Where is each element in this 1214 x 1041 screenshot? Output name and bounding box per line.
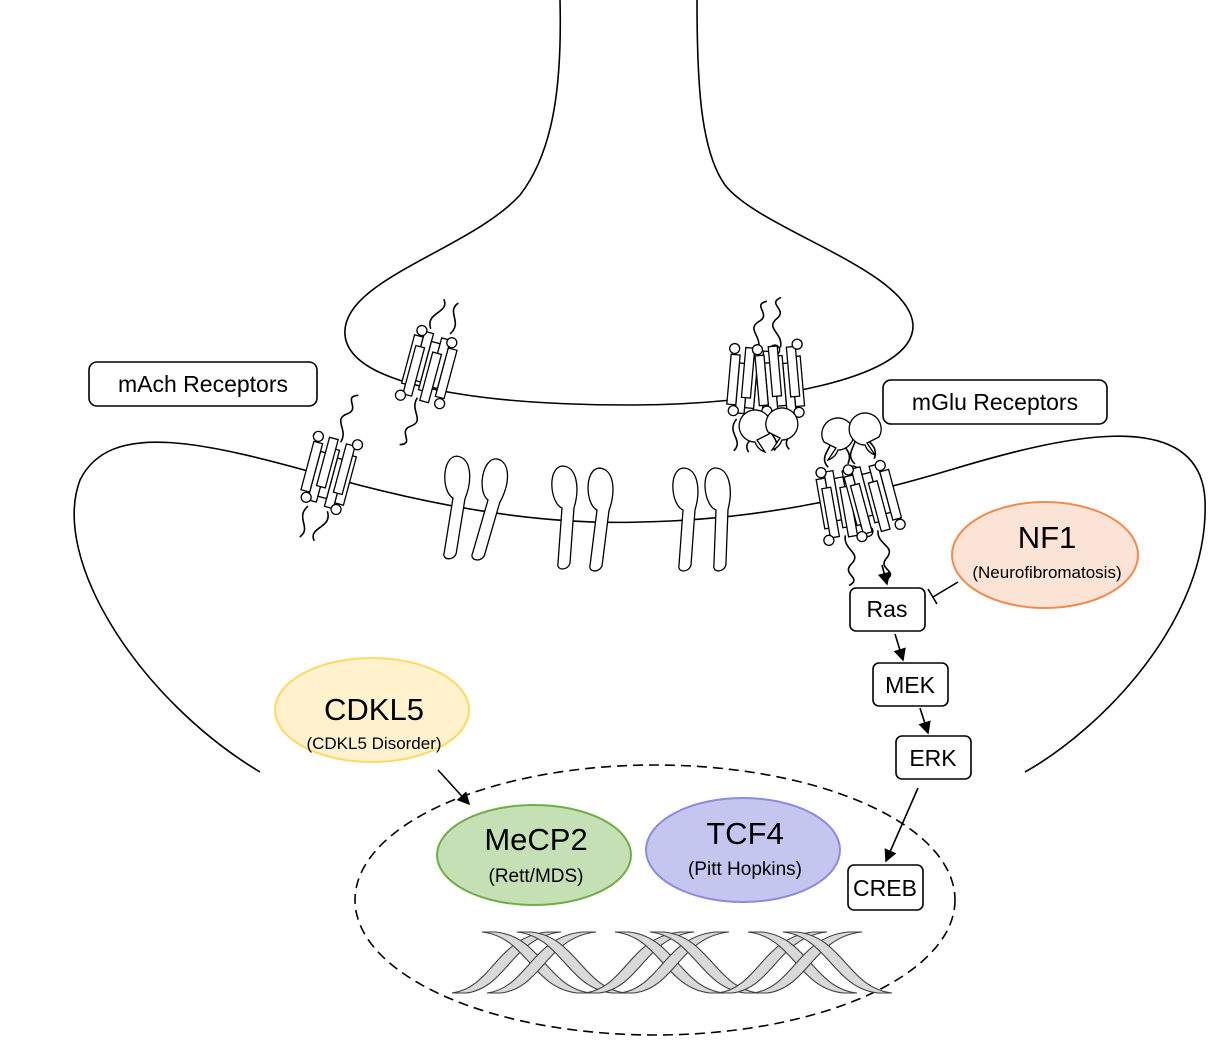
svg-text:CREB: CREB xyxy=(853,875,917,901)
arrow-erk-to-creb xyxy=(884,787,919,863)
creb-box: CREB xyxy=(847,864,924,911)
mach-receptor-presynaptic xyxy=(382,292,472,455)
svg-text:Ras: Ras xyxy=(867,596,908,622)
mecp2-node: MeCP2 (Rett/MDS) xyxy=(436,804,632,906)
erk-box: ERK xyxy=(895,735,972,780)
svg-text:ERK: ERK xyxy=(909,745,957,771)
svg-text:MEK: MEK xyxy=(885,672,936,698)
svg-text:(Pitt Hopkins): (Pitt Hopkins) xyxy=(688,859,802,880)
mglu-receptor-postsynaptic xyxy=(805,412,919,590)
arrow-mglu-to-ras xyxy=(877,564,891,586)
svg-text:MeCP2: MeCP2 xyxy=(484,822,587,857)
svg-text:NF1: NF1 xyxy=(1018,520,1077,555)
nf1-node: NF1 (Neurofibromatosis) xyxy=(951,501,1139,609)
nucleus xyxy=(354,764,956,1036)
mach-receptor-postsynaptic xyxy=(286,385,376,548)
tcf4-node: TCF4 (Pitt Hopkins) xyxy=(645,797,841,903)
svg-text:mGlu Receptors: mGlu Receptors xyxy=(912,389,1078,415)
arrow-mek-to-erk xyxy=(918,707,931,735)
ion-channel xyxy=(551,465,615,573)
mglu-receptors-label: mGlu Receptors xyxy=(882,379,1108,425)
cdkl5-node: CDKL5 (CDKL5 Disorder) xyxy=(274,657,470,763)
svg-text:mAch Receptors: mAch Receptors xyxy=(118,371,288,397)
ras-box: Ras xyxy=(849,587,926,632)
arrow-cdkl5-to-mecp2 xyxy=(437,769,471,806)
dna-helix-icon xyxy=(451,931,893,994)
presynaptic-terminal xyxy=(344,0,914,406)
svg-text:(CDKL5 Disorder): (CDKL5 Disorder) xyxy=(306,734,441,753)
mek-box: MEK xyxy=(872,662,949,707)
mach-receptors-label: mAch Receptors xyxy=(88,361,318,407)
svg-text:(Neurofibromatosis): (Neurofibromatosis) xyxy=(972,563,1121,582)
svg-text:CDKL5: CDKL5 xyxy=(324,692,424,727)
arrow-ras-to-mek xyxy=(893,633,906,662)
svg-text:(Rett/MDS): (Rett/MDS) xyxy=(489,866,584,887)
svg-text:TCF4: TCF4 xyxy=(706,816,784,851)
mglu-receptor-presynaptic xyxy=(720,295,812,455)
nf1-inhibits-ras xyxy=(927,581,959,605)
postsynaptic-membrane xyxy=(73,435,1206,773)
